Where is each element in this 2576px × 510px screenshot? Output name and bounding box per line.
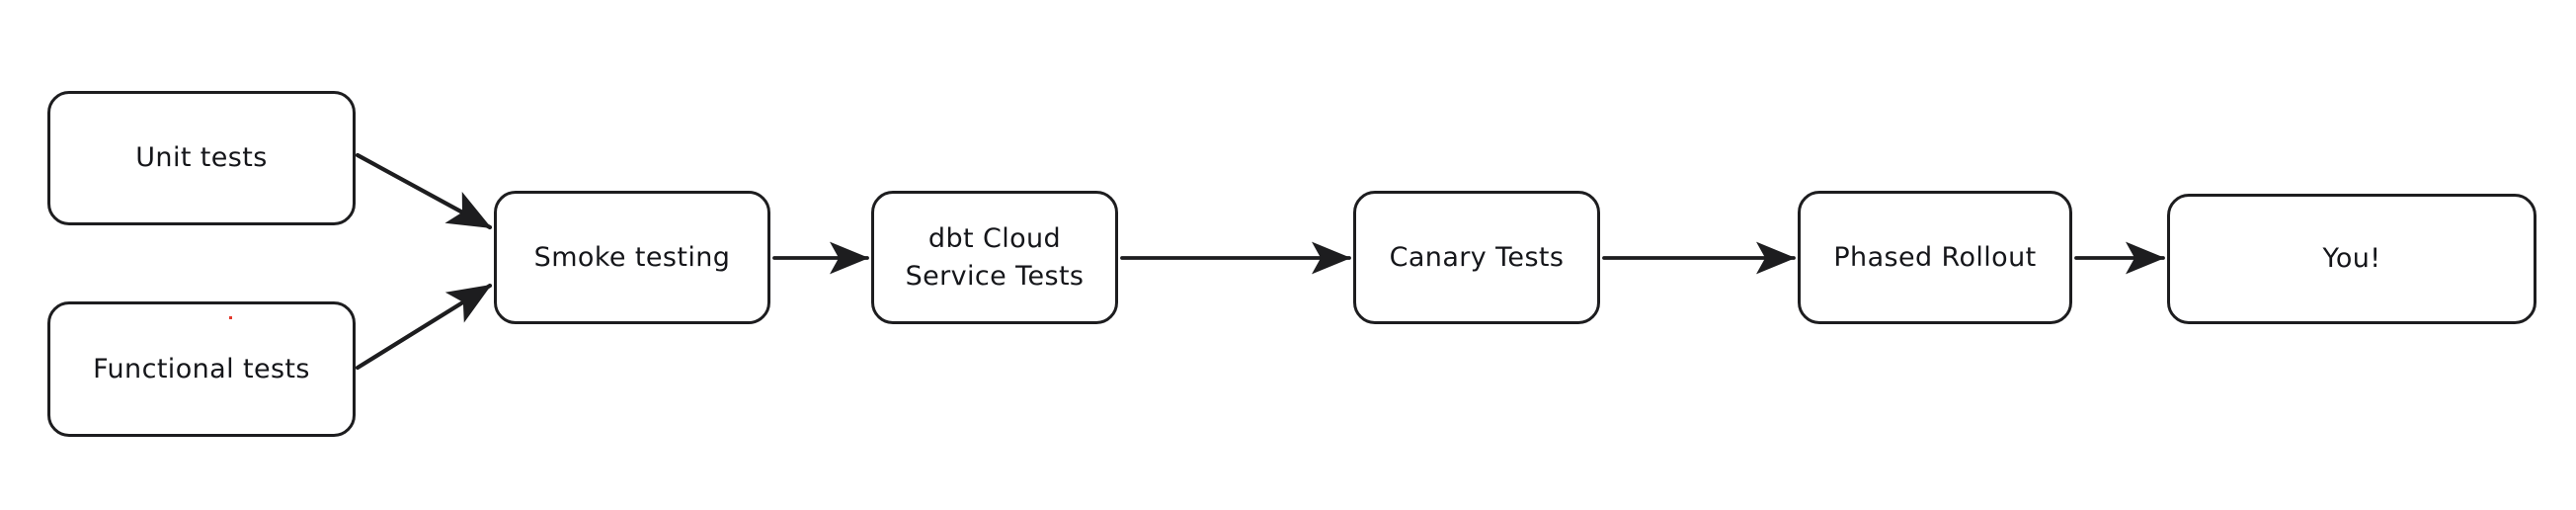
node-phased-rollout[interactable]: Phased Rollout	[1798, 191, 2072, 324]
node-unit-tests[interactable]: Unit tests	[47, 91, 356, 225]
node-dbt-cloud-service-tests[interactable]: dbt Cloud Service Tests	[871, 191, 1118, 324]
stray-red-pixel-artifact	[229, 316, 232, 319]
node-label-you: You!	[2322, 243, 2381, 275]
node-label-smoke-testing: Smoke testing	[533, 241, 731, 273]
node-you[interactable]: You!	[2167, 194, 2536, 324]
node-label-functional-tests: Functional tests	[93, 353, 310, 384]
edge-functional-to-smoke	[355, 283, 493, 371]
node-label-unit-tests: Unit tests	[135, 142, 268, 174]
node-label-dbt-cloud-service-tests: dbt Cloud Service Tests	[905, 223, 1085, 292]
edge-unit-to-smoke	[355, 152, 493, 230]
node-smoke-testing[interactable]: Smoke testing	[494, 191, 770, 324]
node-canary-tests[interactable]: Canary Tests	[1353, 191, 1600, 324]
node-label-canary-tests: Canary Tests	[1389, 241, 1565, 273]
node-label-phased-rollout: Phased Rollout	[1833, 241, 2037, 273]
node-functional-tests[interactable]: Functional tests	[47, 301, 356, 437]
